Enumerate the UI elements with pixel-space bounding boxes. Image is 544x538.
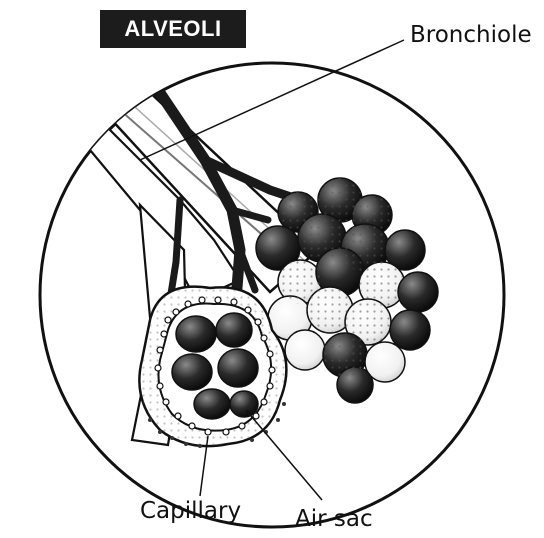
title-badge: ALVEOLI: [100, 10, 246, 48]
alveolar-sac-cutaway: [139, 287, 286, 448]
diagram-title: ALVEOLI: [124, 16, 221, 42]
label-bronchiole: Bronchiole: [410, 22, 532, 48]
label-capillary: Capillary: [140, 498, 241, 524]
label-air-sac: Air sac: [295, 506, 373, 532]
